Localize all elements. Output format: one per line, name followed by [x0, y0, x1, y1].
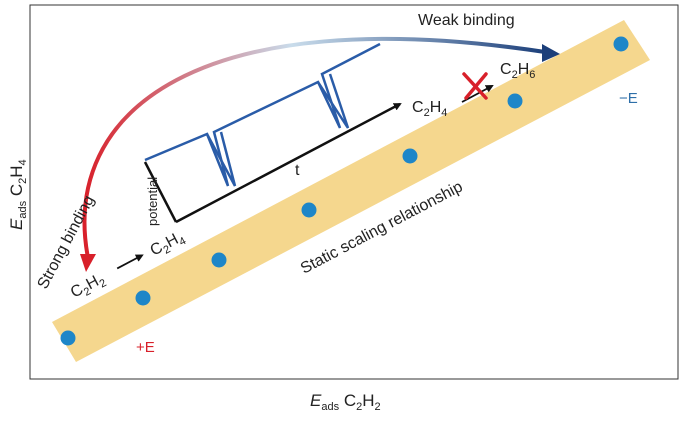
pulse-x-axis [175, 102, 402, 224]
y-axis-label: Eads C2H4 [7, 159, 29, 230]
band-dots [60, 36, 629, 346]
plot-frame [29, 4, 679, 380]
band-dot [402, 148, 418, 164]
band-dot [301, 202, 317, 218]
weak-arrow-head [542, 44, 560, 62]
pulse-y-label: potential [145, 177, 160, 226]
band-dot [507, 93, 523, 109]
pulse-waveform-inner [205, 131, 237, 187]
blocked-cross-icon [462, 72, 488, 100]
weak-binding-label: Weak binding [418, 12, 515, 29]
product-right: C2H6 [500, 61, 535, 81]
x-axis-label: Eads C2H2 [310, 391, 381, 413]
binding-arc [82, 36, 547, 260]
strong-arrow-head [80, 254, 96, 272]
pulse-waveform-inner [316, 73, 350, 129]
product-left: C2H4 [148, 228, 189, 262]
band-dot [60, 330, 76, 346]
scaling-band [52, 20, 650, 362]
band-dot [135, 290, 151, 306]
minus-e-label: −E [619, 90, 638, 107]
reaction-arrow-left [116, 254, 144, 270]
band-dot [211, 252, 227, 268]
reactant-right: C2H4 [412, 99, 447, 119]
pulse-x-label: t [295, 162, 300, 179]
pulse-y-axis [143, 161, 178, 223]
band-dot [613, 36, 629, 52]
plus-e-label: +E [136, 339, 155, 356]
